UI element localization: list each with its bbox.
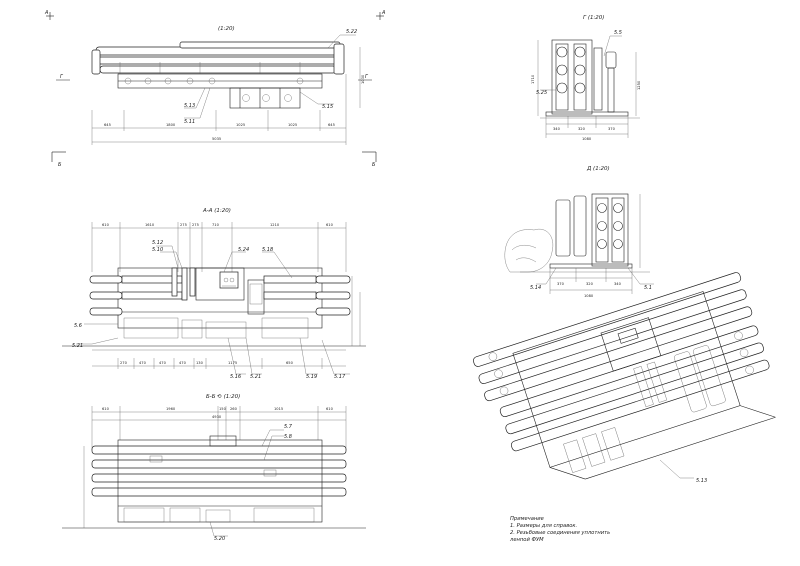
callout-seca-6: 5.21 <box>72 343 83 349</box>
callout-seca-4: 5.18 <box>262 247 273 253</box>
dim-seca-bot-5: 130 <box>196 361 204 365</box>
notes-heading: Примечание <box>510 516 544 522</box>
dim-seca-top-3: 275 <box>180 223 187 227</box>
marker-b-left: Б <box>58 162 62 168</box>
dim-endtop-2: 320 <box>578 127 586 131</box>
dim-secb-top-3: 150 <box>219 407 227 411</box>
callout-seca-2: 5.10 <box>152 247 163 253</box>
dim-endbottom-2: 320 <box>586 282 594 286</box>
plan-valves <box>119 62 304 102</box>
dim-seca-top-1: 610 <box>102 223 110 227</box>
dim-endtop-3: 370 <box>608 127 616 131</box>
notes-item-1: 1. Размеры для справок. <box>510 523 578 529</box>
callout-secb-3: 5.20 <box>214 536 225 542</box>
dim-seca-bot-3: 470 <box>159 361 167 365</box>
section-a-view: А-А (1:20) 610 1610 275 275 710 1210 610 <box>62 208 366 380</box>
callout-seca-9: 5.19 <box>306 374 317 380</box>
notes-item-2: 2. Резьбовые соединения уплотнить <box>510 530 611 536</box>
dim-secb-top-1: 610 <box>102 407 110 411</box>
section-b-view: Б-Б ⟲ (1:20) 610 1960 150 260 1015 610 4… <box>62 394 366 542</box>
callout-plan-3: 5.11 <box>184 119 195 125</box>
sketch-person <box>504 228 554 273</box>
callout-plan-1: 5.22 <box>346 29 357 35</box>
callout-seca-5: 5.6 <box>74 323 82 329</box>
section-b-housings <box>91 445 347 497</box>
dim-secb-top-4: 260 <box>230 407 238 411</box>
callout-endbottom-1: 5.14 <box>530 285 541 291</box>
isometric-view <box>473 272 776 480</box>
notes-item-3: ленпой ФУМ <box>510 537 544 543</box>
marker-a-left: А <box>44 10 49 16</box>
plan-membrane-housings <box>91 41 345 75</box>
callout-iso-1: 5.13 <box>696 478 707 484</box>
dim-seca-bot-6: 1175 <box>228 361 237 365</box>
callout-seca-8: 5.21 <box>250 374 261 380</box>
dim-seca-top-6: 1210 <box>270 223 280 227</box>
dim-secb-top-6: 610 <box>326 407 334 411</box>
marker-g-right: Г <box>365 74 369 80</box>
callout-endtop-2: 5.25 <box>536 90 547 96</box>
dim-secb-total: 4930 <box>212 415 222 419</box>
dim-plan-1: 645 <box>104 123 111 127</box>
iso-housings <box>473 272 770 452</box>
callout-seca-7: 5.16 <box>230 374 241 380</box>
end-view-top-title: Г (1:20) <box>583 15 604 21</box>
plan-frame <box>117 73 323 109</box>
dim-plan-5: 645 <box>328 123 335 127</box>
dim-plan-total: 5035 <box>212 137 221 141</box>
dim-plan-2: 1800 <box>166 123 176 127</box>
dim-endbottom-total: 1080 <box>584 294 594 298</box>
section-a-equipment <box>123 277 309 339</box>
dim-seca-top-2: 1610 <box>145 223 155 227</box>
plan-view-title: (1:20) <box>218 26 235 32</box>
section-a-housings <box>89 267 351 316</box>
dim-endtop-side-2: 1250 <box>637 80 641 90</box>
callout-seca-1: 5.12 <box>152 240 163 246</box>
dim-seca-top-5: 710 <box>212 223 220 227</box>
dim-seca-bot-4: 470 <box>179 361 187 365</box>
end-view-bottom-title: Д (1:20) <box>586 166 610 172</box>
callout-seca-10: 5.17 <box>334 374 346 380</box>
plan-view: (1:20) А А Б Б Г Г <box>44 10 386 168</box>
callout-endbottom-2: 5.1 <box>644 285 652 291</box>
dim-plan-3: 1025 <box>236 123 245 127</box>
dim-seca-bot-7: 650 <box>286 361 294 365</box>
callout-plan-4: 5.15 <box>322 104 333 110</box>
callout-secb-1: 5.7 <box>284 424 293 430</box>
dim-seca-top-4: 275 <box>192 223 199 227</box>
marker-a-right: А <box>381 10 386 16</box>
dim-endtop-1: 340 <box>553 127 561 131</box>
dim-secb-top-2: 1960 <box>166 407 176 411</box>
section-a-title: А-А (1:20) <box>202 208 231 214</box>
dim-endtop-total: 1080 <box>582 137 592 141</box>
section-b-equipment <box>123 455 315 523</box>
iso-frame <box>512 291 776 480</box>
end-view-bottom: Д (1:20) 5.14 5.1 370 <box>504 166 654 298</box>
marker-b-right: Б <box>372 162 376 168</box>
dim-seca-bot-1: 270 <box>120 361 128 365</box>
dim-endtop-side-1: 1710 <box>531 74 535 84</box>
iso-equipment <box>488 331 754 473</box>
section-b-title: Б-Б ⟲ (1:20) <box>206 394 240 400</box>
dim-seca-top-7: 610 <box>326 223 334 227</box>
dim-plan-4: 1025 <box>288 123 297 127</box>
callout-seca-3: 5.24 <box>238 247 249 253</box>
dim-seca-bot-2: 470 <box>139 361 147 365</box>
callout-secb-2: 5.8 <box>284 434 292 440</box>
callout-endtop-1: 5.5 <box>614 30 622 36</box>
end-view-top: Г (1:20) 5.5 5.25 340 320 370 <box>531 15 641 141</box>
dim-plan-side: 1030 <box>361 74 365 84</box>
dim-secb-top-5: 1015 <box>274 407 283 411</box>
dim-endbottom-3: 340 <box>614 282 622 286</box>
marker-g-left: Г <box>60 74 64 80</box>
notes-block: Примечание 1. Размеры для справок. 2. Ре… <box>510 516 610 544</box>
dim-endbottom-1: 370 <box>557 282 565 286</box>
callout-plan-2: 5.13 <box>184 103 195 109</box>
